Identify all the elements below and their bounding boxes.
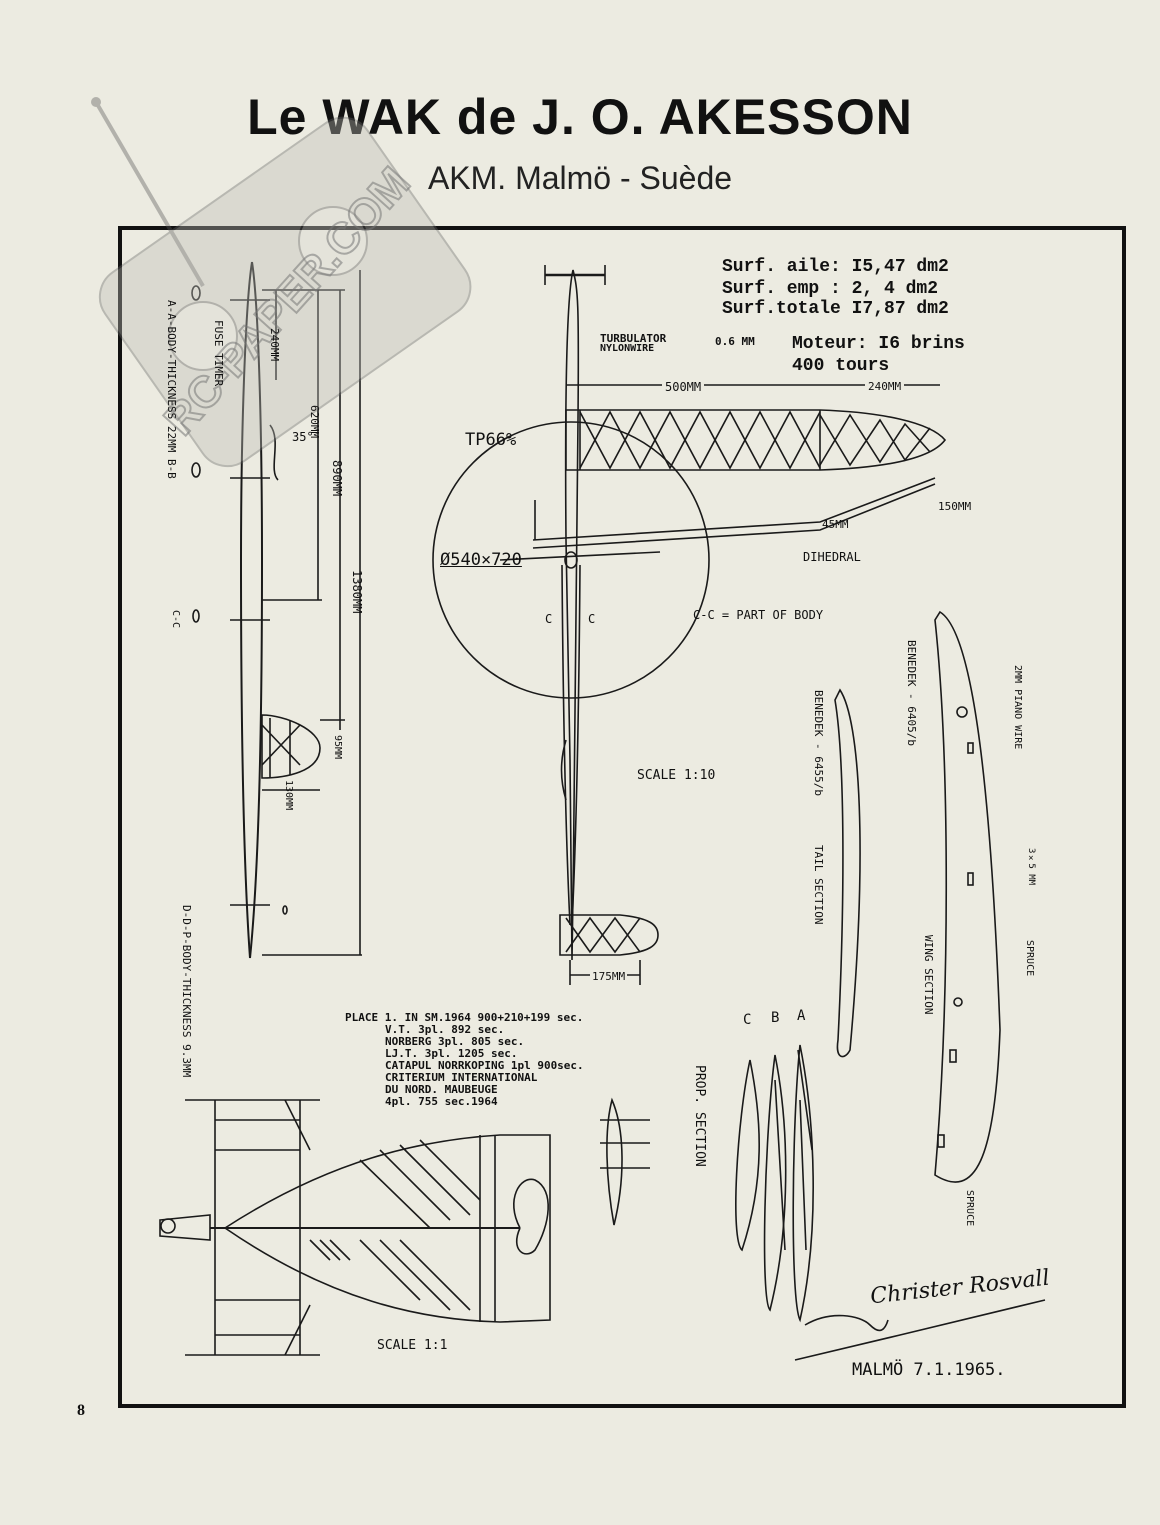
nose-block-detail [159, 1099, 551, 1356]
label-fuse-timer: FUSE TIMER [212, 320, 225, 387]
center-top-view [432, 265, 947, 985]
dim-95: 95MM [332, 735, 343, 760]
label-cc-small: C-C [170, 610, 181, 629]
dim-35-degrees: 35° [292, 430, 314, 444]
label-cc-part-of-body: C-C = PART OF BODY [693, 608, 824, 622]
dim-240-vertical: 240MM [268, 328, 281, 362]
rc-paper-watermark: RC-PAPER.COM [91, 97, 472, 468]
spec-surf-emp: Surf. emp : 2, 4 dm2 [722, 279, 939, 299]
label-scale-1-10: SCALE 1:10 [637, 768, 716, 783]
dim-45: 45MM [822, 518, 849, 531]
label-c-left: C [545, 612, 553, 626]
label-nylonwire: NYLONWIRE [600, 343, 655, 354]
label-prop-section: PROP. SECTION [692, 1065, 707, 1167]
record-line: NORBERG 3pl. 805 sec. [385, 1035, 525, 1048]
signature-loop [804, 1314, 889, 1332]
label-dihedral: DIHEDRAL [803, 550, 861, 564]
dim-890: 890MM [330, 460, 344, 497]
label-dp-body-thickness: D-D-P-BODY-THICKNESS 9.3MM [180, 905, 193, 1078]
plan-frame [118, 226, 1126, 1408]
label-spruce-1: SPRUCE [1024, 940, 1035, 977]
spec-surf-totale: Surf.totale I7,87 dm2 [722, 299, 949, 319]
fuselage-side-view [191, 261, 362, 959]
label-tp: TP66% [465, 430, 517, 450]
dim-1380: 1380MM [350, 570, 364, 614]
dim-620: 620MM [308, 405, 321, 439]
label-benedek-wing: BENEDEK - 6405/b [905, 640, 918, 746]
label-c-right: C [588, 612, 596, 626]
record-list: PLACE 1. IN SM.1964 900+210+199 sec. V.T… [345, 1012, 584, 1108]
label-place-date: MALMÖ 7.1.1965. [852, 1360, 1006, 1380]
page-subtitle: AKM. Malmö - Suède [427, 160, 733, 196]
dim-130: 130MM [283, 780, 294, 811]
label-prop-diameter: Ø540×720 [440, 550, 522, 570]
label-3x5mm: 3×5 MM [1026, 848, 1036, 886]
dim-500: 500MM [662, 380, 705, 394]
section-c-label: C [743, 1012, 752, 1028]
label-tail-section: TAIL SECTION [812, 845, 825, 925]
airfoil-sections [600, 610, 1001, 1323]
dim-175: 175MM [590, 970, 628, 983]
label-aa-body-thickness: A-A-BODY-THICKNESS 22MM B-B [165, 300, 178, 479]
spec-moteur: Moteur: I6 brins [792, 334, 965, 354]
spec-tours: 400 tours [792, 356, 890, 376]
dim-150: 150MM [938, 500, 972, 513]
label-turbulator: TURBULATOR [600, 332, 667, 345]
record-line: V.T. 3pl. 892 sec. [385, 1023, 505, 1036]
label-turb-size: 0.6 MM [715, 335, 755, 348]
section-a-label: A [797, 1008, 806, 1024]
label-wing-section: WING SECTION [922, 935, 935, 1015]
section-b-label: B [771, 1010, 780, 1026]
record-line: 4pl. 755 sec.1964 [385, 1095, 498, 1108]
record-line: CATAPUL NORRKOPING 1pl 900sec. [385, 1059, 584, 1072]
record-line: PLACE 1. IN SM.1964 900+210+199 sec. [345, 1011, 584, 1024]
label-scale-1-1: SCALE 1:1 [377, 1338, 448, 1353]
page-number: 8 [77, 1402, 85, 1419]
label-spruce-2: SPRUCE [964, 1190, 975, 1227]
record-line: DU NORD. MAUBEUGE [385, 1083, 498, 1096]
page-title: Le WAK de J. O. AKESSON [247, 89, 913, 145]
label-benedek-tail: BENEDEK - 6455/b [812, 690, 825, 796]
record-line: LJ.T. 3pl. 1205 sec. [385, 1047, 518, 1060]
dim-240: 240MM [865, 380, 905, 393]
record-line: CRITERIUM INTERNATIONAL [385, 1071, 538, 1084]
label-piano-wire: 2MM PIANO WIRE [1012, 665, 1023, 750]
signature-flourish [794, 1299, 1046, 1361]
spec-surf-aile: Surf. aile: I5,47 dm2 [722, 257, 949, 277]
